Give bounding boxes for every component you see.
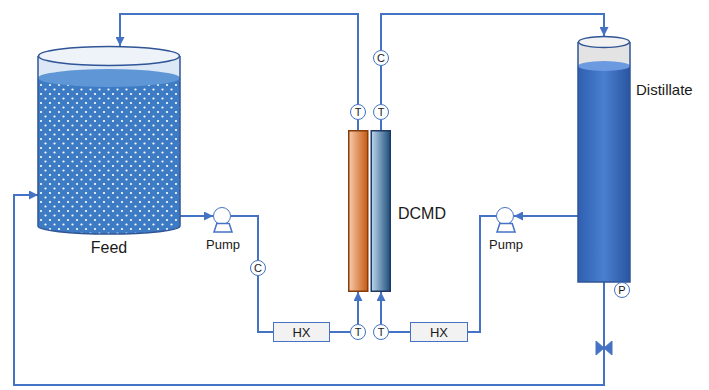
- heat-exchanger-box: HX: [273, 322, 330, 342]
- flow-line: [468, 216, 496, 332]
- flow-line: [258, 276, 273, 332]
- flow-line: [389, 331, 410, 333]
- node-label: Pump: [489, 238, 523, 251]
- feed-tank: Feed: [38, 46, 180, 234]
- node-label: C: [377, 53, 385, 64]
- conductivity-sensor: C: [250, 260, 266, 276]
- distillate-column: Distillate: [578, 36, 630, 282]
- node-label: Distillate: [636, 82, 693, 97]
- label-holder: Pump: [206, 238, 240, 251]
- flow-line: [380, 292, 382, 324]
- pump-symbol: Pump: [213, 207, 231, 225]
- node-label: Feed: [91, 240, 127, 256]
- node-label: Pump: [206, 238, 240, 251]
- flow-line: [380, 66, 382, 104]
- node-label: T: [378, 327, 385, 338]
- module-drawing: [348, 130, 391, 292]
- node-label: P: [618, 285, 625, 296]
- flow-line: [380, 120, 382, 130]
- conductivity-sensor: C: [373, 50, 389, 66]
- flow-line: [357, 120, 359, 130]
- temperature-sensor: T: [373, 104, 389, 120]
- pump-stand: [495, 206, 517, 236]
- node-label: DCMD: [398, 206, 446, 222]
- heat-exchanger-box: HX: [410, 322, 468, 342]
- column-drawing: [578, 36, 630, 282]
- valve-symbol: [596, 341, 612, 355]
- flow-line: [514, 215, 578, 217]
- flow-line: [381, 14, 604, 50]
- node-label: T: [355, 327, 362, 338]
- temperature-sensor: T: [350, 324, 366, 340]
- temperature-sensor: T: [373, 324, 389, 340]
- flow-line: [330, 331, 350, 333]
- node-label: C: [254, 263, 262, 274]
- membrane-module: DCMD: [348, 130, 391, 292]
- pressure-sensor: P: [614, 282, 630, 298]
- label-holder: Feed: [91, 240, 127, 256]
- label-holder: Distillate: [636, 82, 693, 97]
- node-label: HX: [430, 326, 448, 339]
- pump-stand: [212, 206, 234, 236]
- flow-line: [357, 292, 359, 324]
- node-label: T: [378, 107, 385, 118]
- pump-symbol: Pump: [496, 207, 514, 225]
- label-holder: DCMD: [398, 206, 446, 222]
- flow-line: [180, 215, 213, 217]
- node-label: HX: [292, 326, 310, 339]
- node-label: T: [355, 107, 362, 118]
- label-holder: Pump: [489, 238, 523, 251]
- tank-drawing: [38, 46, 180, 234]
- temperature-sensor: T: [350, 104, 366, 120]
